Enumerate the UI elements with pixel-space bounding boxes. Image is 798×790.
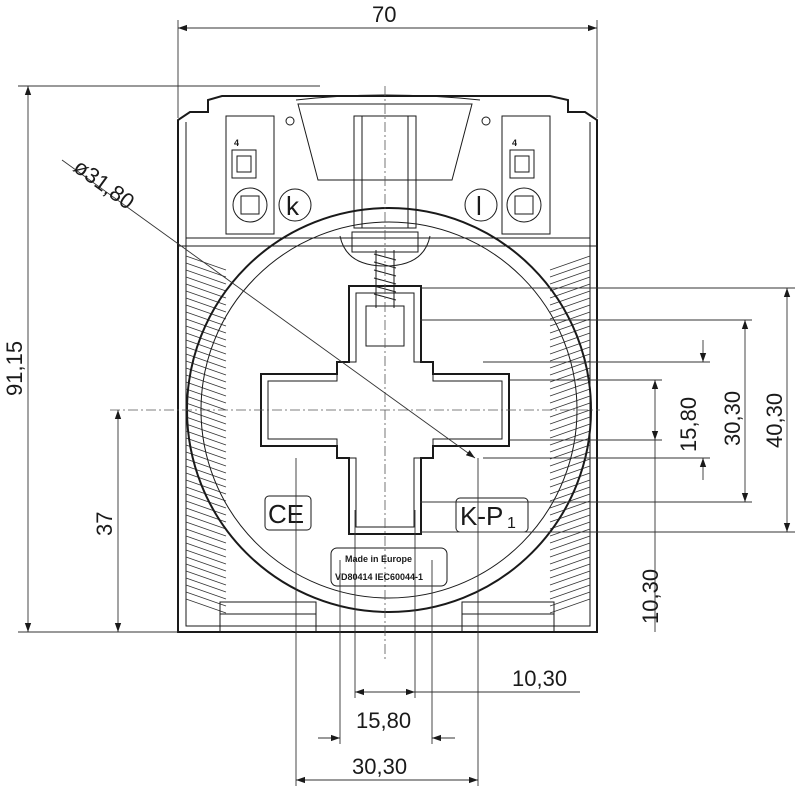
svg-text:30,30: 30,30 <box>720 391 745 446</box>
kp-mark: K-P 1 <box>455 497 529 533</box>
svg-text:K-P: K-P <box>460 501 503 531</box>
dim-bottom-10-30: 10,30 <box>354 510 580 698</box>
dim-bottom-15-80: 15,80 <box>318 560 455 744</box>
terminal-left: 4 k <box>225 115 312 235</box>
terminal-number-left: 4 <box>234 138 239 148</box>
svg-text:40,30: 40,30 <box>762 393 787 448</box>
svg-text:15,80: 15,80 <box>356 708 411 733</box>
svg-text:91,15: 91,15 <box>2 341 27 396</box>
terminal-right: 4 l <box>464 115 551 235</box>
rating-plate: Made in Europe VD80414 IEC60044-1 <box>330 547 448 587</box>
svg-text:30,30: 30,30 <box>352 754 407 779</box>
svg-text:15,80: 15,80 <box>676 397 701 452</box>
housing <box>177 94 598 633</box>
svg-text:VD80414 IEC60044-1: VD80414 IEC60044-1 <box>335 572 423 582</box>
svg-text:10,30: 10,30 <box>512 666 567 691</box>
terminal-number-right: 4 <box>512 138 517 148</box>
terminal-label-l: l <box>476 191 482 221</box>
svg-text:Made in Europe: Made in Europe <box>345 554 412 564</box>
dim-right-15-80: 15,80 <box>483 340 710 480</box>
ce-mark: CE <box>264 495 312 531</box>
dim-axis-height: 37 <box>92 410 122 632</box>
dim-bottom-30-30: 30,30 <box>295 458 479 786</box>
center-lines <box>110 86 600 660</box>
terminal-label-k: k <box>286 191 300 221</box>
svg-text:ø31,80: ø31,80 <box>69 154 139 214</box>
mounting-feet <box>219 601 555 633</box>
dim-right-40-30: 40,30 <box>420 287 795 533</box>
dim-overall-height: 91,15 <box>2 85 320 633</box>
svg-text:1: 1 <box>507 515 516 532</box>
svg-text:70: 70 <box>372 2 396 27</box>
svg-text:37: 37 <box>92 512 117 536</box>
dim-right-30-30: 30,30 <box>420 319 752 503</box>
dim-right-10-30: 10,30 <box>510 379 663 632</box>
svg-text:CE: CE <box>268 499 304 529</box>
svg-text:10,30: 10,30 <box>638 569 663 624</box>
dim-overall-width: 70 <box>177 2 598 118</box>
